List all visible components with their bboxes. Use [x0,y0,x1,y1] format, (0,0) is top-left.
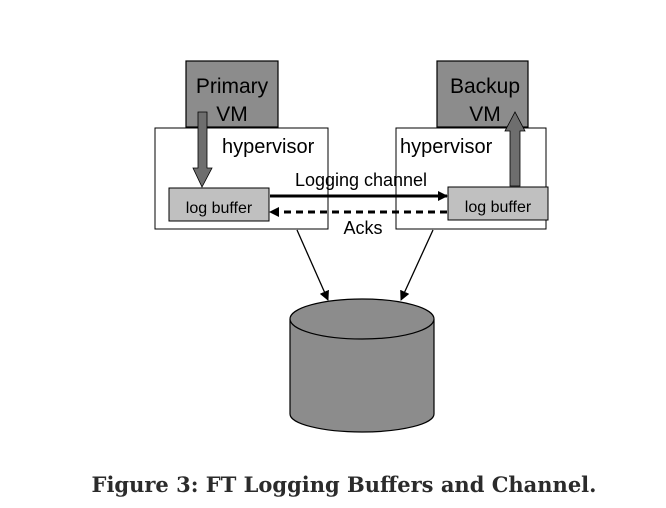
backup-hypervisor-label: hypervisor [400,136,493,158]
primary-vm-label-line2: VM [216,103,248,126]
primary-vm-to-buffer-arrow [192,111,213,188]
primary-to-disk-arrow [296,229,329,301]
primary-log-buffer [168,187,270,222]
primary-hypervisor-label: hypervisor [222,136,315,158]
backup-log-buffer-label: log buffer [465,199,532,216]
logging-channel-label: Logging channel [295,170,427,190]
primary-log-buffer-label: log buffer [186,200,253,217]
backup-to-disk-arrow [400,229,434,301]
backup-vm-label-line2: VM [469,103,501,126]
buffer-to-backup-vm-arrow [504,111,526,187]
figure-caption: Figure 3: FT Logging Buffers and Channel… [92,472,597,497]
backup-vm-label-line1: Backup [450,75,520,98]
acks-label: Acks [343,218,382,238]
primary-vm-label-line1: Primary [196,75,269,98]
backup-log-buffer [447,186,549,221]
shared-disk [289,298,435,433]
